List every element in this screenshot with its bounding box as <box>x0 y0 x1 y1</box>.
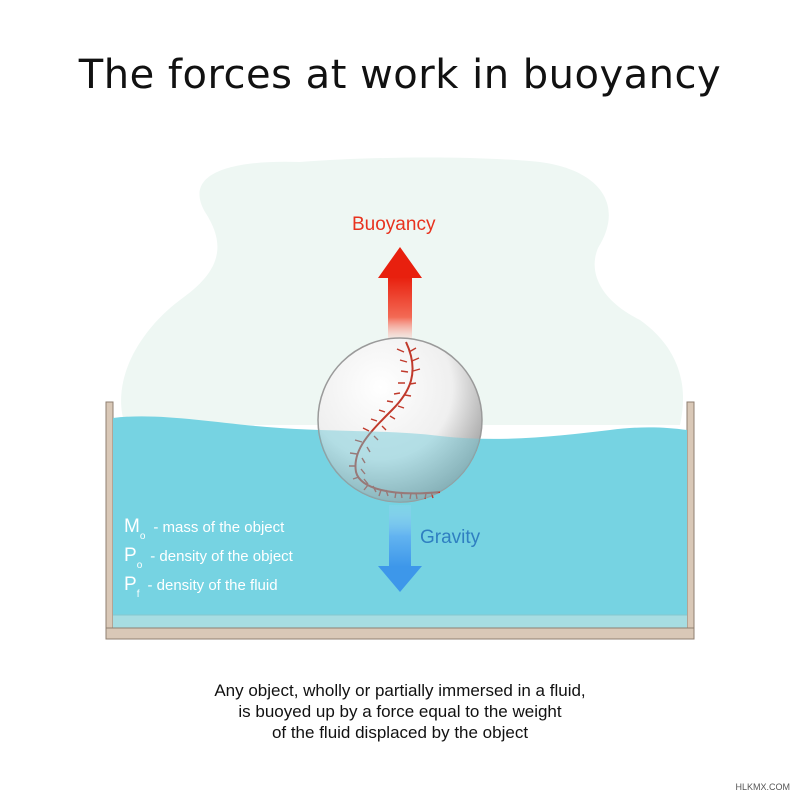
gravity-arrow <box>378 505 422 592</box>
legend-symbol: P <box>124 545 137 566</box>
legend-description: - density of the fluid <box>147 577 278 594</box>
legend-item-mass: M o - mass of the object <box>124 516 293 545</box>
tank-bottom <box>105 627 695 640</box>
legend-item-object-density: P o - density of the object <box>124 545 293 574</box>
legend-subscript: o <box>136 560 143 571</box>
legend-item-fluid-density: P f - density of the fluid <box>124 574 293 603</box>
legend-subscript: f <box>136 589 140 600</box>
tank-left-wall <box>105 401 114 640</box>
tank-right-wall <box>686 401 695 640</box>
gravity-label: Gravity <box>420 527 481 548</box>
caption-line-3: of the fluid displaced by the object <box>271 723 529 742</box>
page-title: The forces at work in buoyancy <box>78 52 722 98</box>
buoyancy-label: Buoyancy <box>352 214 436 235</box>
caption: Any object, wholly or partially immersed… <box>0 680 800 743</box>
legend-symbol: M <box>124 516 140 537</box>
legend: M o - mass of the object P o - density o… <box>124 516 293 603</box>
caption-line-2: is buoyed up by a force equal to the wei… <box>238 702 562 721</box>
baseball <box>317 337 483 503</box>
legend-subscript: o <box>139 531 146 542</box>
legend-symbol: P <box>124 574 137 595</box>
legend-description: - density of the object <box>150 548 293 565</box>
legend-description: - mass of the object <box>153 519 285 536</box>
watermark: HLKMX.COM <box>735 782 790 792</box>
caption-line-1: Any object, wholly or partially immersed… <box>214 681 586 700</box>
water-bottom-layer <box>113 615 687 628</box>
